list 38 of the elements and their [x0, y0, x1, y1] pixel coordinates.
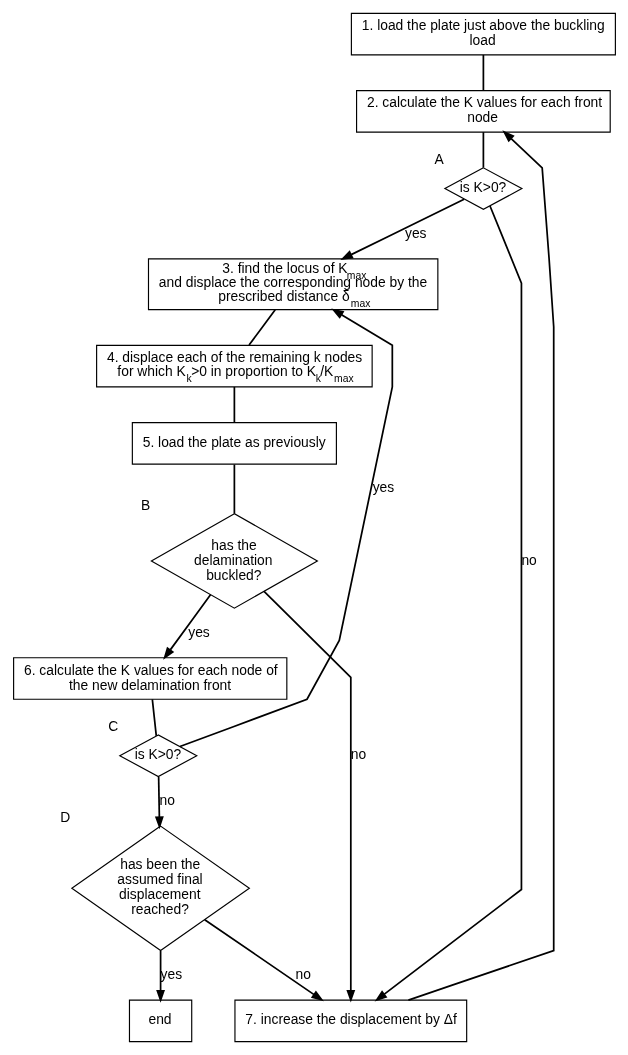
connector: [233, 386, 235, 424]
edge-label: no: [294, 965, 311, 982]
arrow: [262, 590, 355, 1003]
arrow: [203, 918, 324, 1002]
node-box: 5. load the plate as previously: [131, 422, 337, 465]
node-diamond: is K>0?: [118, 734, 198, 778]
connector: [247, 308, 276, 346]
node-box: 7. increase the displacement by Δf: [233, 999, 467, 1043]
edge-label: no: [520, 551, 537, 568]
node-box: 4. displace each of the remaining k nodes for which K$_{k}$>0 in proportion to K$_{k}$/K$_{max}$: [95, 344, 373, 388]
node-diamond: has the delamination buckled?: [149, 513, 319, 609]
edge-label: yes: [372, 479, 394, 496]
arrow: [154, 775, 164, 830]
arrow: [374, 205, 522, 1002]
connector: [233, 463, 235, 515]
node-label: A: [433, 150, 444, 167]
connector: [150, 698, 157, 737]
node-box: 3. find the locus of K$_{max}$ and displace the corresponding node by the prescribed distance δ$_{max}$: [147, 258, 438, 311]
edge-label: yes: [187, 623, 210, 640]
node-label: D: [59, 809, 70, 826]
edge-label: yes: [160, 965, 182, 982]
node-diamond: has been the assumed final displacement reached?: [70, 825, 250, 952]
edge-label: no: [158, 791, 175, 808]
arrow: [178, 308, 393, 748]
node-box: 1. load the plate just above the buckling load: [350, 12, 616, 56]
arrow: [407, 130, 555, 1001]
arrow: [339, 198, 465, 260]
node-box: end: [128, 999, 192, 1043]
arrow: [155, 949, 165, 1003]
node-label: C: [107, 718, 118, 735]
node-box: 2. calculate the K values for each front node: [355, 90, 611, 133]
node-label: B: [140, 496, 150, 513]
connector: [482, 54, 484, 92]
edge-label: yes: [404, 224, 427, 241]
arrow: [162, 593, 211, 660]
node-diamond: is K>0?: [443, 167, 523, 210]
node-box: 6. calculate the K values for each node of the new delamination front: [12, 657, 287, 700]
connector: [482, 131, 484, 169]
